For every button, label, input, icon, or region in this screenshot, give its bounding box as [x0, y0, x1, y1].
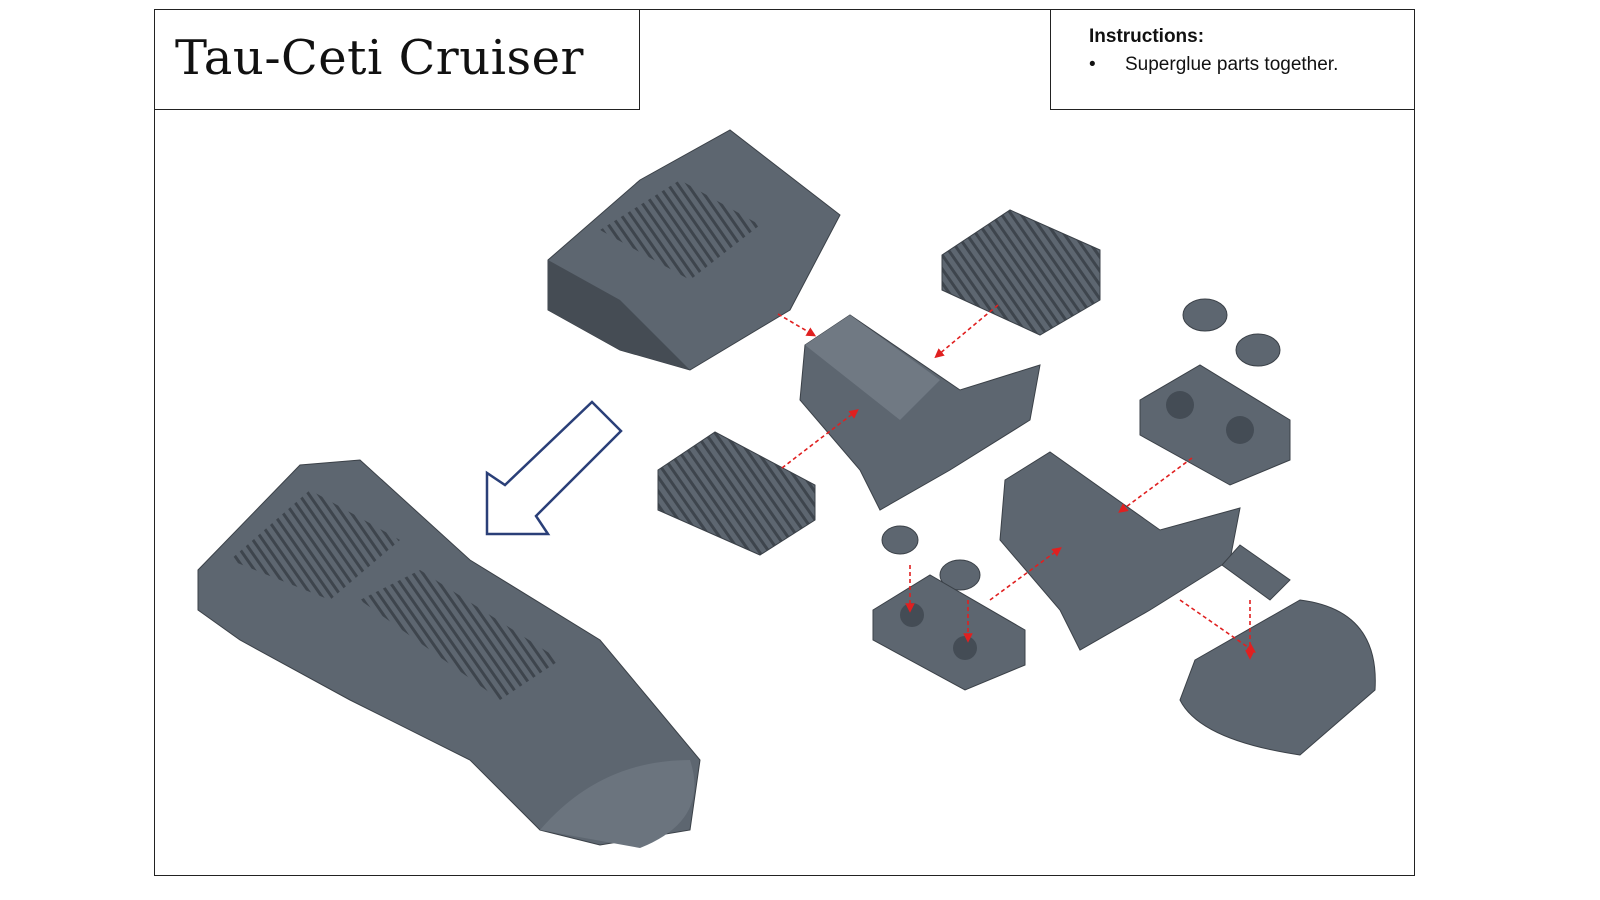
prow-part: [1179, 544, 1376, 756]
turret-parts: [881, 298, 1281, 591]
instructions-heading: Instructions:: [1089, 26, 1205, 47]
assembly-arrow-icon: [485, 400, 623, 536]
guide-arrows: [777, 304, 1256, 660]
mid-plate-part: [1139, 364, 1291, 486]
instruction-text: Superglue parts together.: [1125, 54, 1339, 75]
page-title: Tau-Ceti Cruiser: [175, 30, 584, 86]
bullet-icon: •: [1089, 54, 1096, 75]
instruction-item: • Superglue parts together.: [1089, 54, 1338, 76]
hull-part-upper: [799, 314, 1041, 511]
side-pod-upper-right: [941, 209, 1101, 336]
hull-part-lower: [999, 451, 1241, 651]
rear-engine-part: [547, 129, 841, 371]
assembled-ship: [197, 459, 701, 848]
side-pod-left: [657, 431, 816, 556]
slide-frame: [154, 9, 1415, 876]
title-box: Tau-Ceti Cruiser: [154, 9, 640, 110]
lower-plate-part: [872, 574, 1026, 691]
instructions-box: Instructions: • Superglue parts together.: [1050, 9, 1415, 110]
